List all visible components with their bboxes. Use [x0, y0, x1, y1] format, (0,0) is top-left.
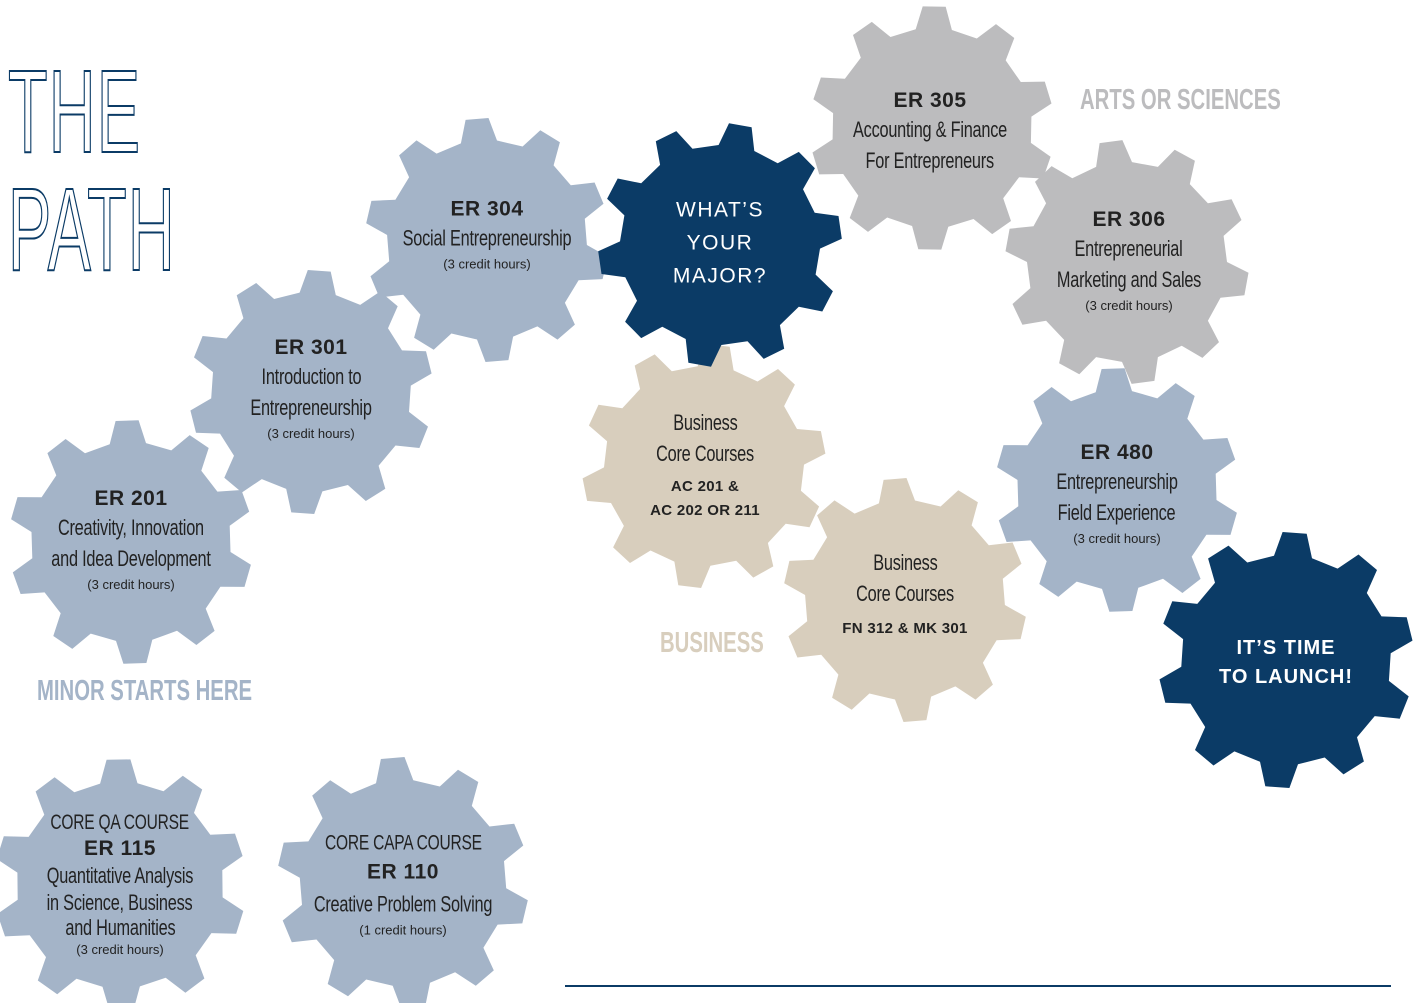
business-label: BUSINESS [660, 627, 764, 659]
gear-er306-shape [1005, 140, 1249, 384]
arts-or-sciences-label: ARTS OR SCIENCES [1080, 84, 1281, 116]
gear-major-shape [598, 123, 842, 367]
gear-er110-shape [278, 757, 528, 1003]
minor-starts-here-label: MINOR STARTS HERE [37, 675, 253, 707]
title-the: THE [7, 46, 142, 178]
gear-er301-shape [190, 270, 432, 514]
bottom-divider [565, 985, 1391, 987]
gear-er115-shape [0, 759, 244, 1003]
gear-er480-shape [997, 368, 1237, 612]
gear-business-core-2-shape [784, 478, 1026, 722]
title-path: PATH [7, 164, 176, 296]
gear-er305-shape [812, 6, 1052, 250]
gear-business-core-1-shape [582, 344, 826, 588]
gear-er304-shape [366, 118, 608, 362]
gear-launch-shape [1159, 532, 1413, 788]
gear-er201-shape [11, 420, 251, 664]
